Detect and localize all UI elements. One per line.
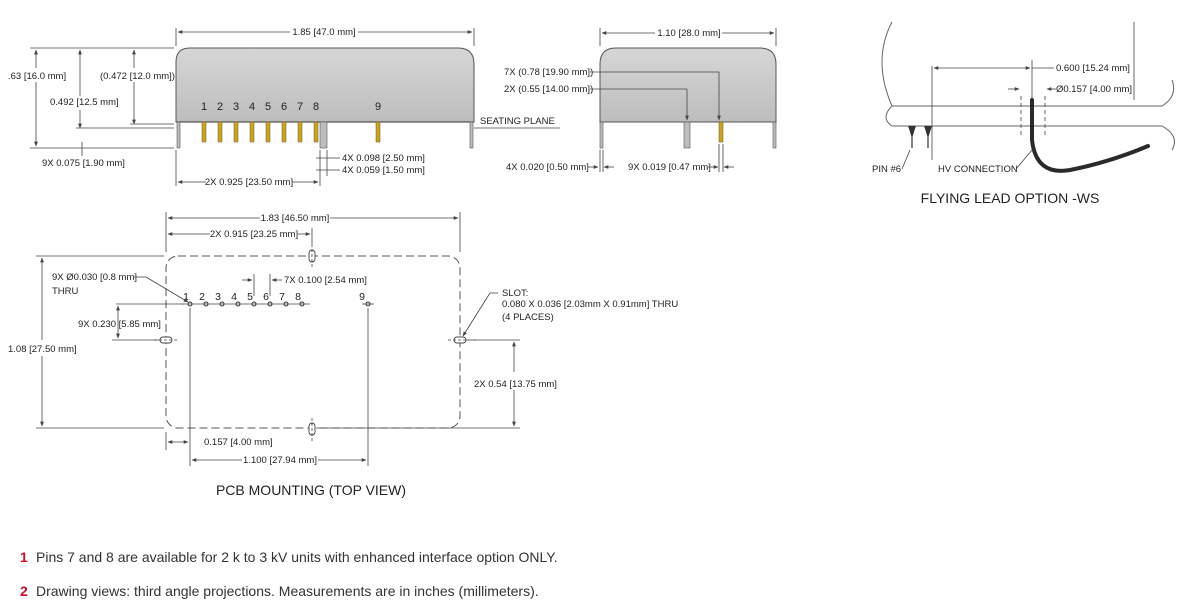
dim-pin-width-1: 4X 0.098 [2.50 mm] (342, 153, 425, 164)
footnote: 2 Drawing views: third angle projections… (20, 574, 558, 608)
dim-pcb-width: 1.83 [46.50 mm] (261, 213, 330, 224)
dim-492: 0.492 [12.5 mm] (50, 97, 119, 108)
side-pin-labels: 1 2 3 4 5 6 7 8 9 (201, 101, 381, 113)
pin-label: 1 (201, 101, 207, 113)
dim-020: 4X 0.020 [0.50 mm] (506, 162, 589, 173)
hv-lead-wire (1030, 98, 1150, 173)
dim-row-offset: 9X 0.230 [5.85 mm] (78, 319, 161, 330)
pin-label: 3 (215, 291, 221, 303)
pin-label: 7 (297, 101, 303, 113)
dim-pin-pitch: 7X 0.100 [2.54 mm] (284, 275, 367, 286)
pin-label: 8 (295, 291, 301, 303)
module-body-side (175, 47, 475, 123)
pcb-caption: PCB MOUNTING (TOP VIEW) (216, 482, 406, 498)
dim-pcb-half-width: 2X 0.915 [23.25 mm] (210, 229, 298, 240)
dim-hole-diameter: 9X Ø0.030 [0.8 mm] (52, 272, 137, 283)
dim-lead-diameter: Ø0.157 [4.00 mm] (1056, 84, 1132, 95)
dim-pin-length: 9X 0.075 [1.90 mm] (42, 158, 125, 169)
pin6-label: PIN #6 (872, 164, 901, 175)
flying-lead-caption: FLYING LEAD OPTION -WS (921, 190, 1100, 206)
pcb-top-view: 1 2 3 4 5 6 7 8 9 1.83 [46.50 mm] 2X 0.9… (8, 212, 678, 498)
slot-dims: 0.080 X 0.036 [2.03mm X 0.91mm] THRU (502, 299, 678, 310)
dim-1100: 1.100 [27.94 mm] (243, 455, 317, 466)
pin-label: 2 (217, 101, 223, 113)
end-view: 1.10 [28.0 mm] 7X (0.78 [19.90 mm]) 2X (… (504, 28, 777, 173)
module-body-end (599, 47, 777, 123)
pin-label: 5 (247, 291, 253, 303)
dim-side-width: 1.85 [47.0 mm] (292, 27, 355, 38)
hv-connection-label: HV CONNECTION (938, 164, 1018, 175)
dim-pcb-height: 1.08 [27.50 mm] (8, 344, 77, 355)
pin-label: 9 (375, 101, 381, 113)
footnote-number: 1 (20, 549, 28, 565)
pin-label: 6 (281, 101, 287, 113)
pin-label: 3 (233, 101, 239, 113)
footnote: 1 Pins 7 and 8 are available for 2 k to … (20, 540, 558, 574)
thru-label: THRU (52, 286, 79, 297)
pin-label: 4 (249, 101, 255, 113)
dim-078: 7X (0.78 [19.90 mm]) (504, 67, 593, 78)
seating-plane-label: SEATING PLANE (480, 116, 555, 127)
dim-pcb-half-height: 2X 0.54 [13.75 mm] (474, 379, 557, 390)
pin-label: 5 (265, 101, 271, 113)
dim-end-width: 1.10 [28.0 mm] (657, 28, 720, 39)
side-pins (176, 121, 474, 149)
pin-label: 6 (263, 291, 269, 303)
footnote-text: Pins 7 and 8 are available for 2 k to 3 … (36, 549, 558, 565)
flying-lead-view: 0.600 [15.24 mm] Ø0.157 [4.00 mm] PIN #6… (872, 21, 1175, 206)
pin-label: 2 (199, 291, 205, 303)
dim-body-height: (0.472 [12.0 mm]) (100, 71, 175, 82)
pcb-pin-labels: 1 2 3 4 5 6 7 8 9 (183, 291, 365, 303)
pin-label: 7 (279, 291, 285, 303)
footnotes: 1 Pins 7 and 8 are available for 2 k to … (20, 540, 558, 608)
pin-label: 9 (359, 291, 365, 303)
pcb-pin-holes (182, 301, 374, 307)
pin-label: 8 (313, 101, 319, 113)
footnote-text: Drawing views: third angle projections. … (36, 583, 539, 599)
pin-label: 4 (231, 291, 237, 303)
footnote-number: 2 (20, 583, 28, 599)
dim-157: 0.157 [4.00 mm] (204, 437, 273, 448)
slot-places: (4 PLACES) (502, 312, 554, 323)
dim-600: 0.600 [15.24 mm] (1056, 63, 1130, 74)
pin-label: 1 (183, 291, 189, 303)
technical-drawing: 1 2 3 4 5 6 7 8 9 1.85 [47.0 mm] .63 [16… (8, 21, 1175, 498)
dim-total-height: .63 [16.0 mm] (8, 71, 66, 82)
dim-pin-width-2: 4X 0.059 [1.50 mm] (342, 165, 425, 176)
slot-title: SLOT: (502, 288, 528, 299)
dim-pin-span: 2X 0.925 [23.50 mm] (205, 177, 293, 188)
side-view: 1 2 3 4 5 6 7 8 9 1.85 [47.0 mm] .63 [16… (8, 27, 560, 188)
dim-055: 2X (0.55 [14.00 mm]) (504, 84, 593, 95)
dim-019: 9X 0.019 [0.47 mm] (628, 162, 711, 173)
